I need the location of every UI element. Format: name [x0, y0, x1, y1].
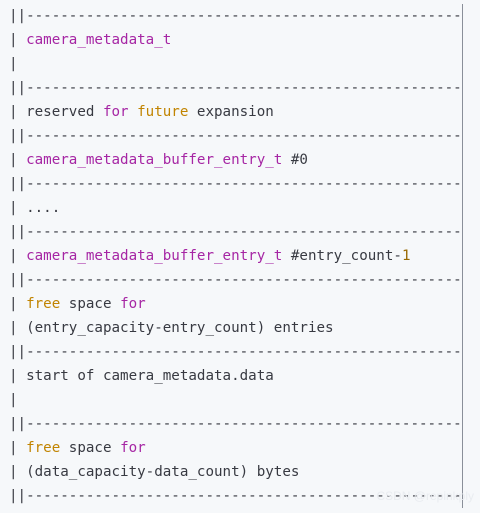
- border-line: ||--------------------------------------…: [9, 128, 462, 144]
- left-edge: [12, 4, 14, 508]
- right-edge: [462, 4, 465, 508]
- code-line: | camera_metadata_buffer_entry_t #entry_…: [9, 248, 411, 264]
- border-line: ||--------------------------------------…: [9, 272, 462, 288]
- border-line: ||--------------------------------------…: [9, 80, 462, 96]
- border-line: ||--------------------------------------…: [9, 224, 462, 240]
- code-line: | (entry_capacity-entry_count) entries: [9, 320, 334, 336]
- code-line: | camera_metadata_t: [9, 32, 172, 48]
- border-line: ||--------------------------------------…: [9, 416, 462, 432]
- border-line: ||--------------------------------------…: [9, 8, 462, 24]
- border-line: ||--------------------------------------…: [9, 176, 462, 192]
- code-line: | start of camera_metadata.data: [9, 368, 274, 384]
- code-line: | camera_metadata_buffer_entry_t #0: [9, 152, 308, 168]
- border-line: ||--------------------------------------…: [9, 488, 462, 504]
- code-line: |: [9, 56, 18, 72]
- code-line: | free space for: [9, 440, 146, 456]
- code-line: | reserved for future expansion: [9, 104, 274, 120]
- code-line: | free space for: [9, 296, 146, 312]
- watermark: CSDN @repinkply: [376, 489, 474, 503]
- code-line: |: [9, 392, 18, 408]
- border-line: ||--------------------------------------…: [9, 344, 462, 360]
- type-name: camera_metadata_t: [26, 32, 172, 48]
- code-line: | ....: [9, 200, 61, 216]
- code-line: | (data_capacity-data_count) bytes: [9, 464, 300, 480]
